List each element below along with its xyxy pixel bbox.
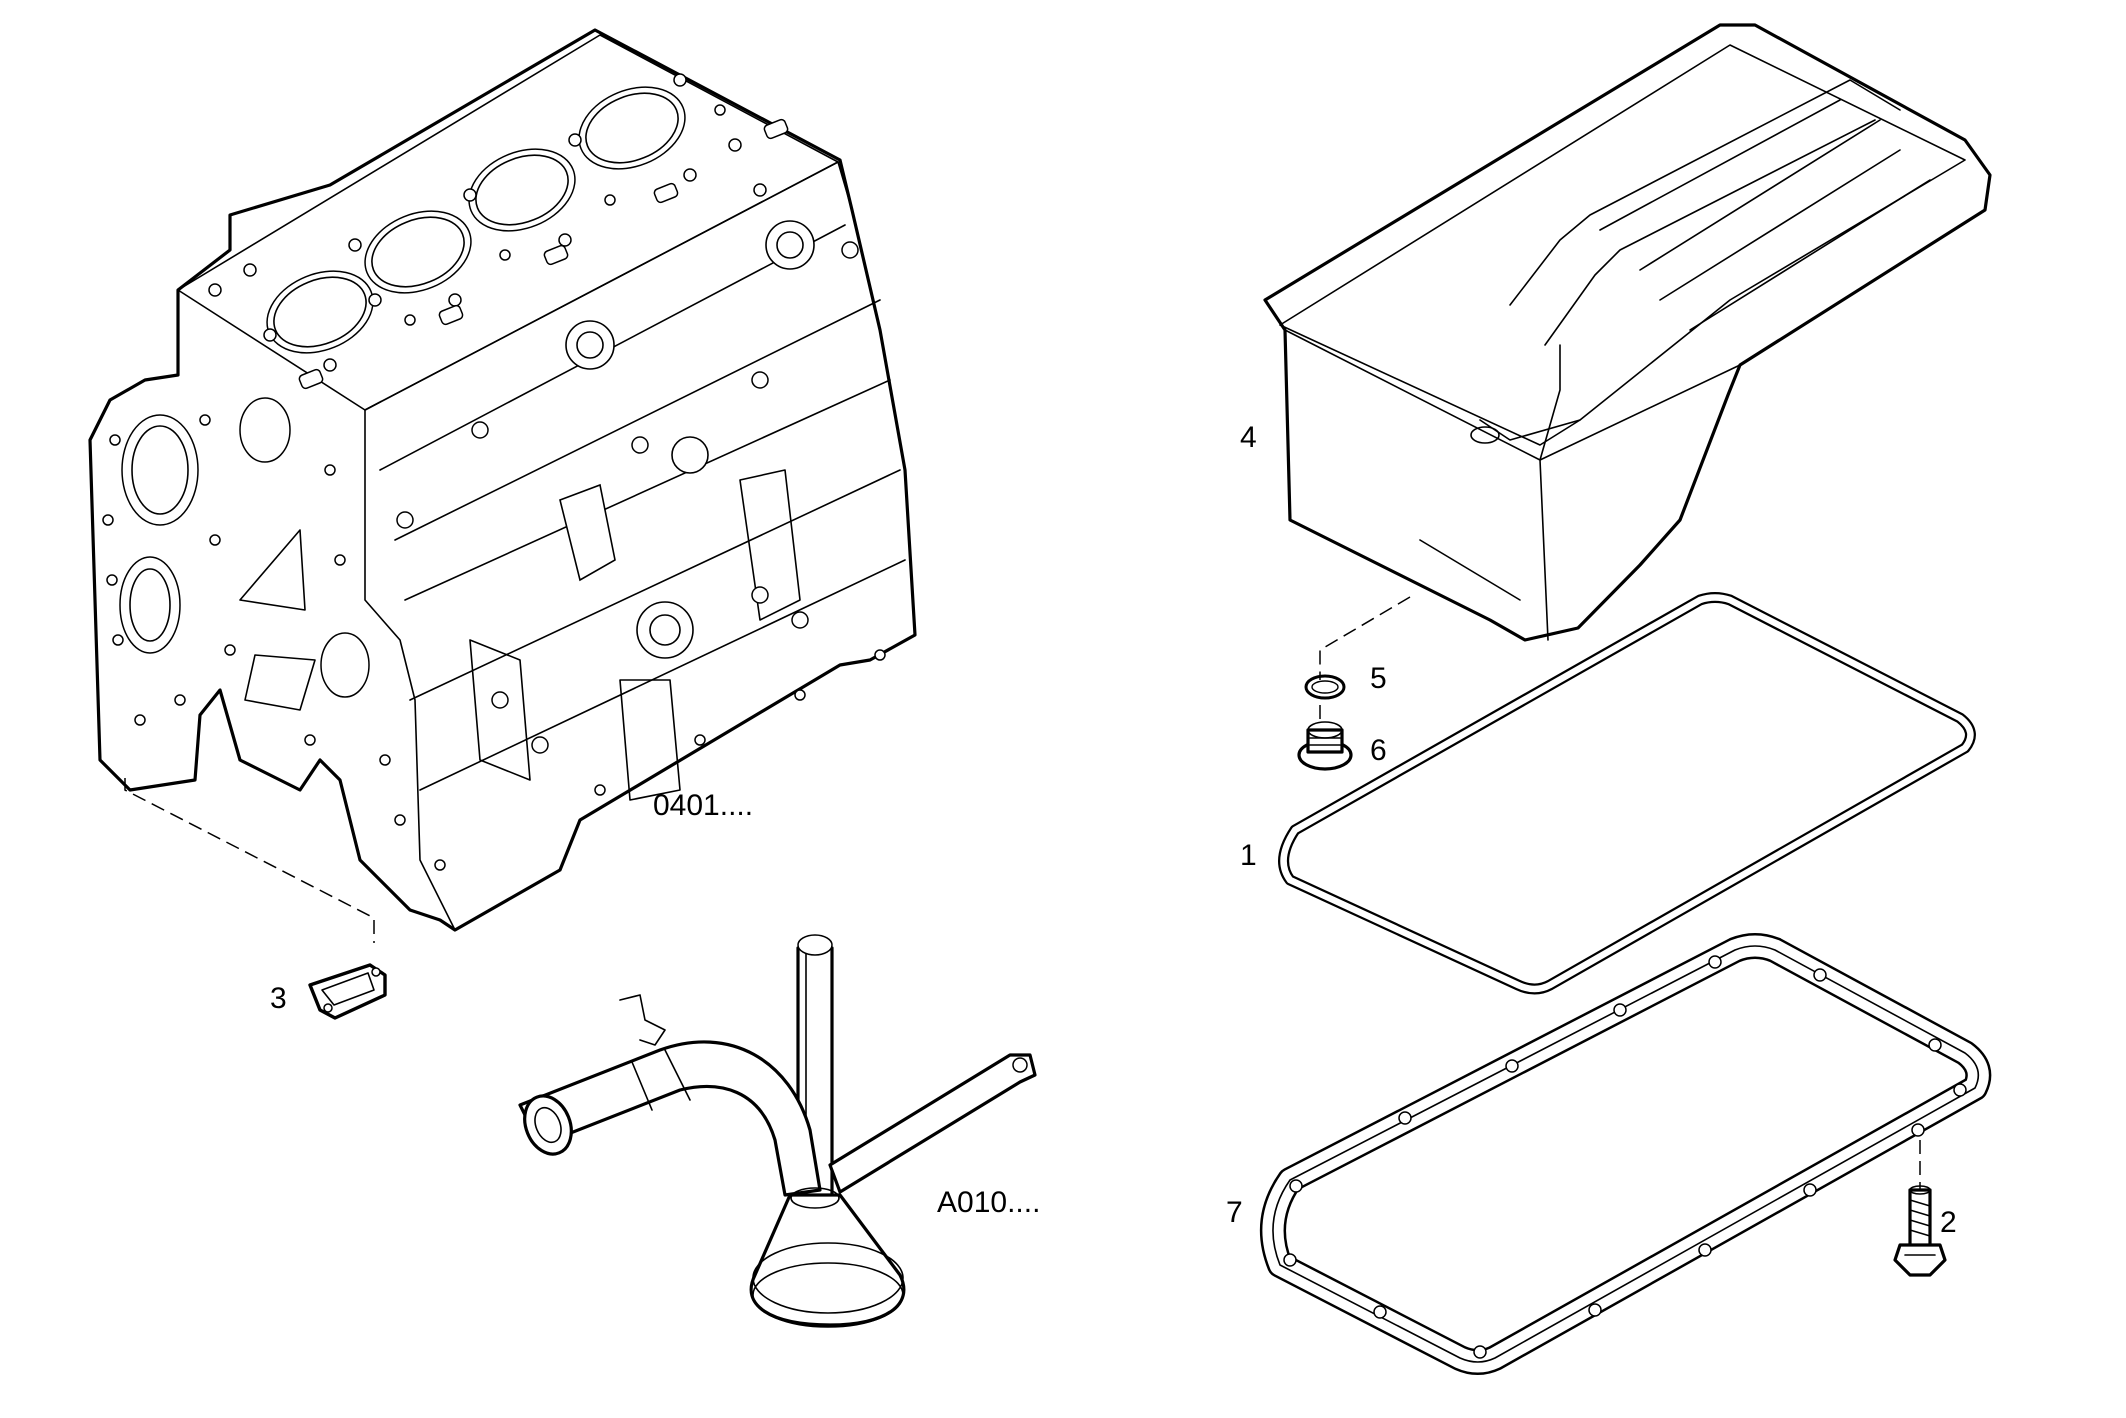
- part-3-gasket[interactable]: [308, 963, 387, 1020]
- part-4-oil-pan[interactable]: [1263, 23, 1992, 642]
- part-1-pan-gasket[interactable]: [1278, 592, 1976, 995]
- label-part-2: 2: [1940, 1206, 1957, 1239]
- label-part-1: 1: [1240, 839, 1257, 872]
- label-part-6: 6: [1370, 734, 1387, 767]
- part-6-drain-plug[interactable]: [1297, 721, 1353, 771]
- label-part-4: 4: [1240, 421, 1257, 454]
- leader-pan-to-5: [1319, 596, 1411, 680]
- engine-block[interactable]: [88, 28, 917, 932]
- leader-block-to-3: [124, 778, 375, 943]
- part-5-o-ring[interactable]: [1304, 674, 1346, 700]
- label-ref-block: 0401....: [653, 789, 753, 822]
- part-7-frame[interactable]: [1259, 933, 1992, 1375]
- label-ref-pump: A010....: [937, 1186, 1040, 1219]
- label-part-7: 7: [1226, 1196, 1243, 1229]
- label-part-3: 3: [270, 982, 287, 1015]
- label-part-5: 5: [1370, 662, 1387, 695]
- part-2-bolt[interactable]: [1893, 1185, 1947, 1277]
- oil-pickup-tube[interactable]: [516, 934, 1037, 1328]
